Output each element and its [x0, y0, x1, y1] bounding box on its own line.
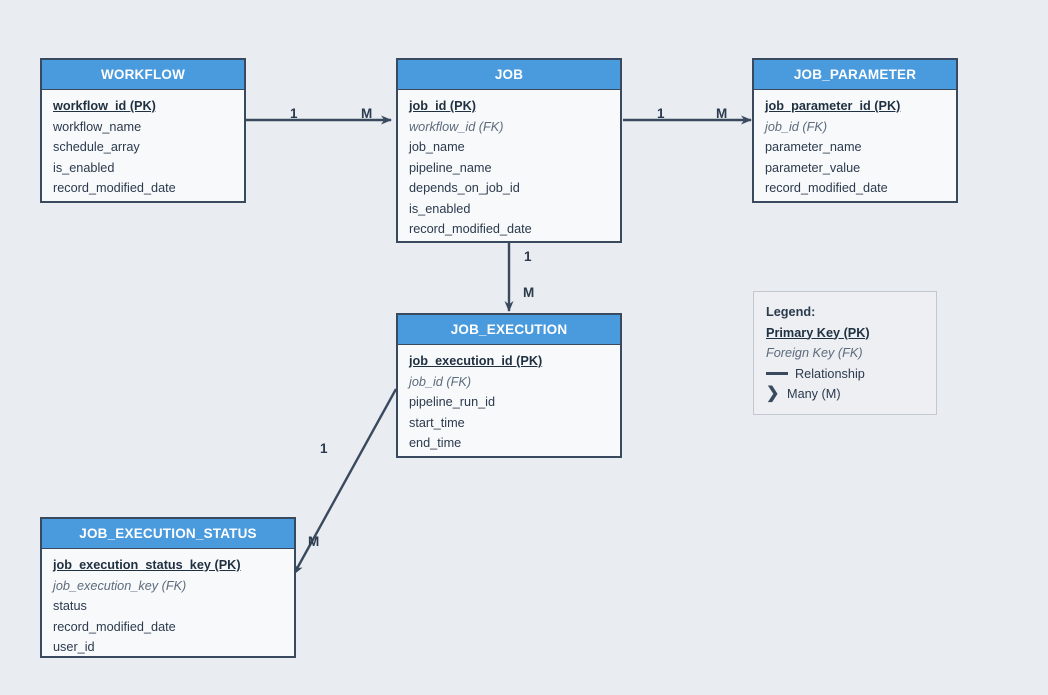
legend-title: Legend: [766, 305, 816, 319]
field-job-record-modified-date: record_modified_date [409, 222, 532, 236]
relationship-line-icon [766, 372, 788, 376]
field-schedule-array: schedule_array [53, 140, 140, 154]
entity-workflow-title: WORKFLOW [42, 60, 244, 90]
field-job-parameter-job-id: job_id (FK) [765, 119, 828, 134]
many-chevron-icon: ❯ [766, 385, 780, 403]
field-job-execution-job-id: job_id (FK) [409, 374, 472, 389]
field-record-modified-date: record_modified_date [53, 181, 176, 195]
field-job-id: job_id (PK) [409, 99, 476, 113]
legend-relationship-label: Relationship [795, 366, 865, 381]
field-job-name: job_name [409, 140, 465, 154]
cardinality-workflow-job-many: M [361, 106, 373, 121]
field-job-parameter-record-modified-date: record_modified_date [765, 181, 888, 195]
legend-relationship-row: Relationship [766, 364, 936, 385]
legend-panel: Legend: Primary Key (PK) Foreign Key (FK… [753, 291, 937, 415]
field-job-execution-status-key: job_execution_status_key (PK) [53, 558, 241, 572]
entity-job-parameter-title: JOB_PARAMETER [754, 60, 956, 90]
field-job-is-enabled: is_enabled [409, 201, 471, 216]
field-workflow-name: workflow_name [53, 119, 142, 134]
field-depends-on-job-id: depends_on_job_id [409, 181, 520, 195]
entity-job-parameter-fields: job_parameter_id (PK) job_id (FK) parame… [754, 90, 956, 199]
cardinality-job-execution-many: M [523, 285, 535, 300]
field-end-time: end_time [409, 436, 462, 450]
field-parameter-name: parameter_name [765, 140, 862, 154]
legend-many-label: Many (M) [787, 387, 841, 401]
legend-foreign-key: Foreign Key (FK) [766, 346, 863, 360]
entity-job-fields: job_id (PK) workflow_id (FK) job_name pi… [398, 90, 620, 240]
field-parameter-value: parameter_value [765, 160, 861, 175]
cardinality-workflow-job-one: 1 [290, 106, 298, 121]
cardinality-job-parameter-many: M [716, 106, 728, 121]
entity-job[interactable]: JOB job_id (PK) workflow_id (FK) job_nam… [396, 58, 622, 243]
field-pipeline-name: pipeline_name [409, 160, 492, 175]
field-job-workflow-id: workflow_id (FK) [409, 119, 504, 134]
entity-job-execution-status[interactable]: JOB_EXECUTION_STATUS job_execution_statu… [40, 517, 296, 658]
entity-job-execution[interactable]: JOB_EXECUTION job_execution_id (PK) job_… [396, 313, 622, 458]
field-job-execution-id: job_execution_id (PK) [409, 354, 543, 368]
entity-job-execution-title: JOB_EXECUTION [398, 315, 620, 345]
legend-primary-key: Primary Key (PK) [766, 325, 870, 340]
field-is-enabled: is_enabled [53, 160, 115, 175]
field-user-id: user_id [53, 640, 95, 654]
field-pipeline-run-id: pipeline_run_id [409, 395, 496, 409]
field-job-parameter-id: job_parameter_id (PK) [765, 99, 901, 113]
cardinality-job-parameter-one: 1 [657, 106, 665, 121]
cardinality-execution-status-many: M [308, 534, 320, 549]
legend-many-row: ❯ Many (M) [766, 384, 936, 405]
entity-workflow-fields: workflow_id (PK) workflow_name schedule_… [42, 90, 244, 199]
entity-job-execution-status-title: JOB_EXECUTION_STATUS [42, 519, 294, 549]
cardinality-job-execution-one: 1 [524, 249, 532, 264]
entity-job-title: JOB [398, 60, 620, 90]
field-status: status [53, 599, 87, 613]
field-start-time: start_time [409, 415, 465, 430]
field-job-execution-key: job_execution_key (FK) [53, 578, 187, 593]
field-status-record-modified-date: record_modified_date [53, 619, 176, 634]
field-workflow-id: workflow_id (PK) [53, 99, 156, 113]
entity-job-parameter[interactable]: JOB_PARAMETER job_parameter_id (PK) job_… [752, 58, 958, 203]
entity-job-execution-status-fields: job_execution_status_key (PK) job_execut… [42, 549, 294, 656]
entity-workflow[interactable]: WORKFLOW workflow_id (PK) workflow_name … [40, 58, 246, 203]
cardinality-execution-status-one: 1 [320, 441, 328, 456]
entity-job-execution-fields: job_execution_id (PK) job_id (FK) pipeli… [398, 345, 620, 454]
